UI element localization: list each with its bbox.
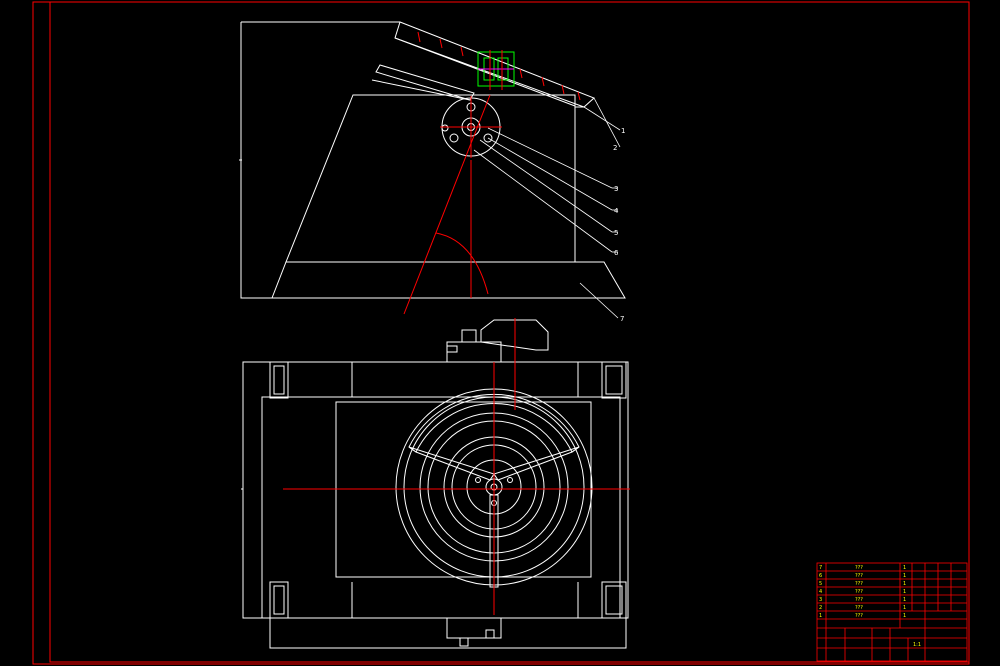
top-clamp-bolt	[461, 329, 477, 343]
bottom-clamp-base	[446, 617, 502, 639]
parts-list: 7??? 1 6??? 1 5??? 1 4??? 1 3??? 1 2??? 1 1??? 1	[819, 565, 906, 619]
bottom-view-centerlines	[283, 318, 630, 615]
parts-row-qty: 1	[903, 589, 906, 595]
parts-row-qty: 1	[903, 573, 906, 579]
parts-row-name: ???	[855, 605, 863, 611]
parts-row-name: ???	[855, 589, 863, 595]
callout-3: 3	[614, 185, 618, 193]
jaw-slot-right	[493, 446, 580, 481]
parts-row-name: ???	[855, 565, 863, 571]
left-bottom-block-inner	[273, 585, 285, 615]
left-bottom-block	[269, 581, 289, 619]
support-plate	[240, 22, 272, 299]
bolt-hole-3	[483, 133, 493, 143]
right-bottom-block	[601, 581, 627, 619]
parts-row-qty: 1	[903, 565, 906, 571]
inner-border	[49, 1, 970, 663]
callout-5: 5	[614, 229, 618, 237]
parts-row-qty: 1	[903, 605, 906, 611]
parts-row-name: ???	[855, 581, 863, 587]
parts-row-number: 7	[819, 565, 822, 571]
title-block-frame	[816, 562, 968, 662]
callout-6: 6	[614, 249, 619, 257]
callout-labels: 1 2 3 4 5 6 7	[613, 127, 625, 323]
bottom-clamp-bolt	[459, 637, 469, 647]
parts-row-number: 3	[819, 597, 822, 603]
right-top-block-inner	[605, 365, 623, 395]
top-clamp-arm	[480, 319, 549, 351]
bolt-hole-2	[449, 133, 459, 143]
parts-row-name: ???	[855, 597, 863, 603]
parts-row-number: 4	[819, 589, 822, 595]
callout-7: 7	[620, 315, 624, 323]
bolt-hole-4	[441, 124, 449, 132]
clamp-detail	[477, 50, 515, 90]
base-plate	[271, 261, 626, 299]
right-top-block	[601, 361, 627, 399]
title-block-scale: 1:1	[913, 642, 921, 648]
parts-row-number: 2	[819, 605, 822, 611]
left-top-block-inner	[273, 365, 285, 395]
parts-row-qty: 1	[903, 597, 906, 603]
top-view-centerlines	[403, 94, 502, 315]
parts-row-number: 1	[819, 613, 822, 619]
callout-4: 4	[614, 207, 619, 215]
parts-row-qty: 1	[903, 613, 906, 619]
parts-row-number: 5	[819, 581, 822, 587]
title-block	[816, 562, 968, 662]
tilted-plate-ticks	[417, 31, 581, 101]
leader-lines	[473, 97, 621, 319]
right-bottom-block-inner	[605, 585, 623, 615]
parts-row-name: ???	[855, 573, 863, 579]
callout-1: 1	[621, 127, 625, 135]
parts-row-qty: 1	[903, 581, 906, 587]
parts-row-name: ???	[855, 613, 863, 619]
callout-2: 2	[613, 144, 617, 152]
bottom-clamp-bolt-2	[485, 629, 495, 639]
tilted-rail-2	[371, 79, 471, 101]
parts-row-number: 6	[819, 573, 822, 579]
jaw-slot-left	[408, 446, 495, 481]
